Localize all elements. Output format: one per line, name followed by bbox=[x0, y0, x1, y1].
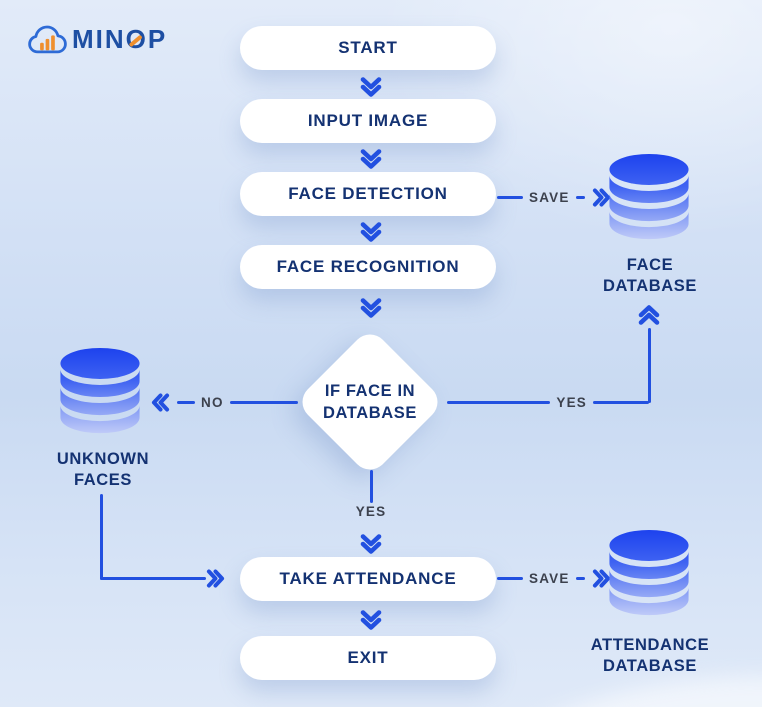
database-icon-unknown bbox=[60, 348, 140, 434]
arrow-left-icon bbox=[151, 392, 170, 412]
arrow-down-icon bbox=[360, 610, 382, 630]
node-take-attendance: TAKE ATTENDANCE bbox=[240, 557, 496, 601]
edge-save-bottom: SAVE bbox=[497, 568, 610, 588]
connector-line bbox=[100, 577, 206, 580]
edge-label-save-top: SAVE bbox=[529, 189, 570, 205]
arrow-down-icon bbox=[360, 77, 382, 97]
edge-no: NO bbox=[150, 392, 298, 412]
node-face-detection: FACE DETECTION bbox=[240, 172, 496, 216]
arrow-right-icon bbox=[592, 568, 610, 588]
arrow-right-icon bbox=[592, 187, 610, 207]
db-label-face: FACE DATABASE bbox=[583, 255, 717, 298]
decision-label: IF FACE IN DATABASE bbox=[305, 380, 435, 425]
decision-label-line1: IF FACE IN bbox=[324, 381, 416, 400]
db-label-unknown-line2: FACES bbox=[73, 471, 132, 490]
arrow-down-icon bbox=[360, 222, 382, 242]
connector-line bbox=[100, 494, 103, 580]
db-label-attendance-line1: ATTENDANCE bbox=[590, 636, 710, 654]
connector-line bbox=[575, 576, 585, 580]
node-face-recognition: FACE RECOGNITION bbox=[240, 245, 496, 289]
node-exit: EXIT bbox=[240, 636, 496, 680]
brand-text-pre: MIN bbox=[72, 24, 126, 54]
brand-logo: MINOP bbox=[28, 24, 167, 55]
brand-o: O bbox=[126, 24, 148, 55]
connector-line bbox=[447, 400, 551, 404]
db-label-unknown: UNKNOWN FACES bbox=[35, 449, 171, 492]
arrow-up-icon bbox=[638, 305, 660, 325]
connector-line bbox=[229, 400, 298, 404]
db-label-unknown-line1: UNKNOWN bbox=[56, 450, 150, 468]
node-input-image: INPUT IMAGE bbox=[240, 99, 496, 143]
edge-yes-right: YES bbox=[447, 392, 649, 412]
db-label-face-line2: DATABASE bbox=[602, 277, 698, 296]
arrow-down-icon bbox=[360, 298, 382, 318]
connector-line bbox=[497, 576, 523, 580]
node-start: START bbox=[240, 26, 496, 70]
arrow-down-icon bbox=[360, 534, 382, 554]
arrow-down-icon bbox=[360, 149, 382, 169]
decision-label-line2: DATABASE bbox=[322, 404, 418, 422]
database-icon-attendance bbox=[609, 530, 689, 616]
background-curve bbox=[468, 676, 762, 707]
decision-diamond: IF FACE IN DATABASE bbox=[294, 326, 446, 478]
db-label-face-line1: FACE bbox=[626, 256, 674, 274]
connector-line bbox=[370, 470, 373, 503]
connector-line bbox=[648, 328, 651, 403]
connector-line bbox=[575, 195, 585, 199]
edge-label-yes-right: YES bbox=[556, 394, 587, 410]
brand-text: MINOP bbox=[72, 24, 167, 55]
connector-line bbox=[593, 400, 649, 404]
cloud-bars-icon bbox=[28, 25, 67, 53]
db-label-attendance: ATTENDANCE DATABASE bbox=[562, 635, 738, 678]
db-label-attendance-line2: DATABASE bbox=[602, 657, 698, 676]
database-icon-face bbox=[609, 154, 689, 240]
brand-text-post: P bbox=[147, 24, 168, 54]
edge-label-yes-down: YES bbox=[355, 504, 387, 519]
connector-line bbox=[497, 195, 523, 199]
edge-label-no: NO bbox=[201, 394, 224, 410]
arrow-right-icon bbox=[206, 569, 225, 588]
edge-label-save-bottom: SAVE bbox=[529, 570, 570, 586]
edge-save-top: SAVE bbox=[497, 187, 610, 207]
connector-line bbox=[177, 400, 195, 404]
